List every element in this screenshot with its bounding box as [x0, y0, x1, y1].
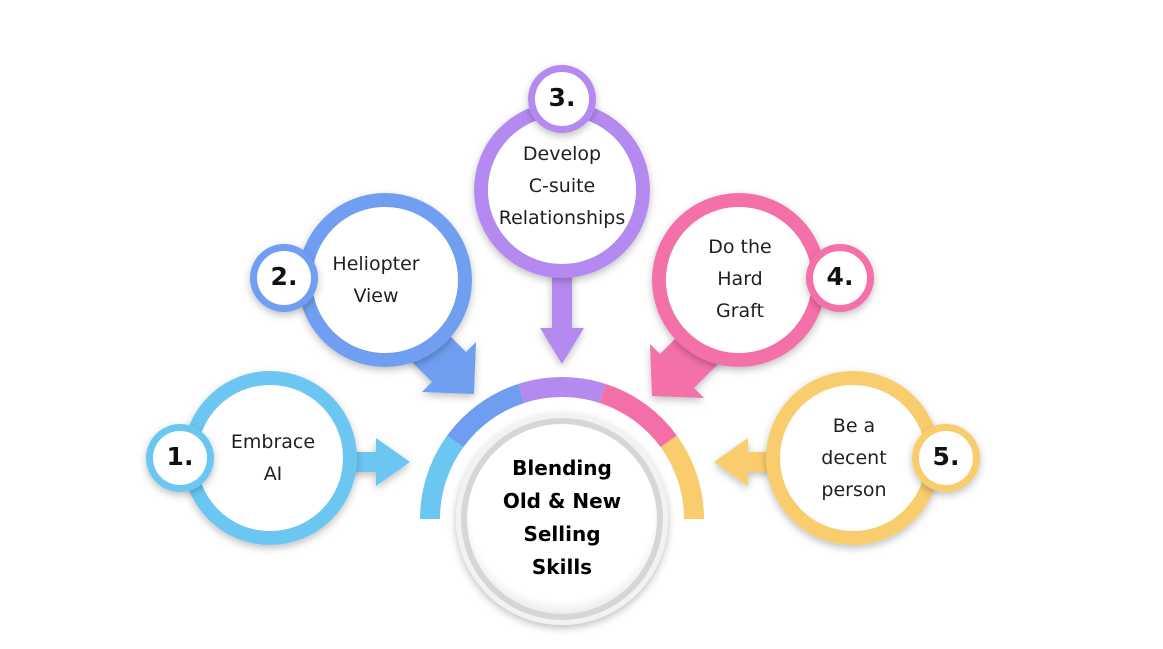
center-line-3: Selling	[523, 522, 601, 546]
step-4-line-3: Graft	[716, 300, 764, 322]
step-3-line-2: C-suite	[528, 175, 596, 197]
arc-segment-3	[518, 377, 606, 404]
step-3-label: Develop C-suite Relationships	[482, 138, 642, 234]
step-2-line-2: View	[353, 285, 399, 307]
step-1-line-2: AI	[263, 463, 283, 485]
step-4	[650, 193, 874, 398]
step-2-line-1: Heliopter	[332, 253, 420, 275]
step-5	[714, 371, 980, 545]
step-1	[146, 371, 410, 545]
step-5-line-1: Be a	[832, 415, 876, 437]
center-node	[456, 413, 668, 625]
step-3	[474, 65, 650, 364]
center-line-1: Blending	[512, 456, 612, 480]
arc-segment-5	[660, 435, 704, 520]
step-2	[250, 193, 476, 394]
step-4-label: Do the Hard Graft	[672, 231, 808, 327]
step-5-arrow	[714, 438, 784, 486]
step-2-label: Heliopter View	[308, 248, 444, 312]
step-2-number: 2.	[270, 262, 298, 291]
step-1-label: Embrace AI	[205, 426, 341, 490]
step-1-line-1: Embrace	[230, 431, 316, 453]
arc-segment-2	[447, 383, 525, 448]
step-5-number: 5.	[932, 442, 960, 471]
arc-segment-1	[420, 435, 464, 520]
step-5-line-2: decent	[821, 447, 887, 469]
step-4-line-2: Hard	[717, 268, 763, 290]
step-1-arrow	[340, 438, 410, 486]
step-5-label: Be a decent person	[786, 410, 922, 506]
step-3-line-1: Develop	[522, 143, 602, 165]
step-1-number: 1.	[166, 442, 194, 471]
step-5-line-3: person	[821, 479, 887, 501]
center-line-4: Skills	[531, 555, 593, 579]
arc-segment-4	[599, 383, 677, 448]
step-4-number: 4.	[826, 262, 854, 291]
center-arc	[420, 377, 704, 520]
center-label: Blending Old & New Selling Skills	[482, 452, 642, 584]
step-3-arrow	[540, 262, 584, 364]
step-3-number: 3.	[548, 83, 576, 112]
step-3-line-3: Relationships	[498, 207, 626, 229]
center-line-2: Old & New	[502, 489, 622, 513]
step-4-line-1: Do the	[708, 236, 772, 258]
